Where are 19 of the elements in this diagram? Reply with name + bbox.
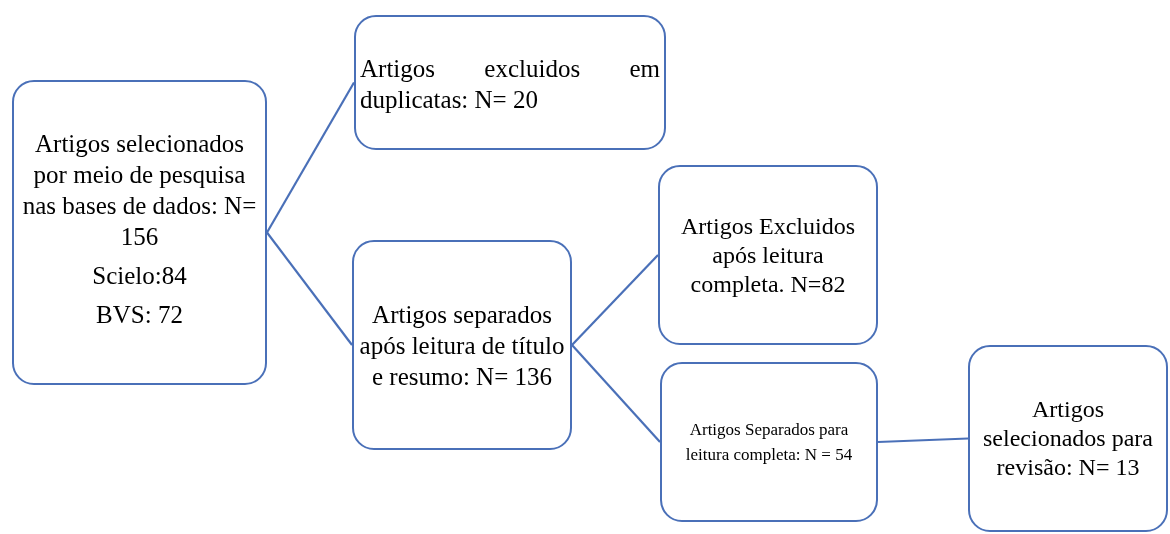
connector-line — [266, 81, 355, 234]
box-text: Artigos separados após leitura de título e resumo: N= 136 — [358, 299, 566, 392]
process-box — [968, 345, 1168, 532]
process-box — [352, 240, 572, 450]
box-text: Artigos Excluidos após leitura completa. N=82 — [680, 211, 856, 299]
box-text: Artigos selecionados para revisão: N= 13 — [982, 395, 1154, 482]
process-box — [658, 165, 878, 345]
connector-line — [266, 231, 353, 346]
box-text: Artigos selecionados por meio de pesquisa nas bases de dados: N= 156 — [21, 128, 258, 252]
box-text: BVS: 72 — [95, 299, 184, 330]
process-box — [354, 15, 666, 150]
box-text: Artigos Separados para leitura completa: N = 54 — [684, 419, 854, 466]
connector-line — [877, 437, 969, 444]
box-text: Artigos excluidos em duplicatas: N= 20 — [359, 54, 661, 115]
process-box — [12, 80, 267, 385]
box-text: Scielo:84 — [91, 260, 188, 291]
process-box — [660, 362, 878, 522]
connector-line — [571, 254, 659, 346]
connector-line — [571, 344, 661, 443]
